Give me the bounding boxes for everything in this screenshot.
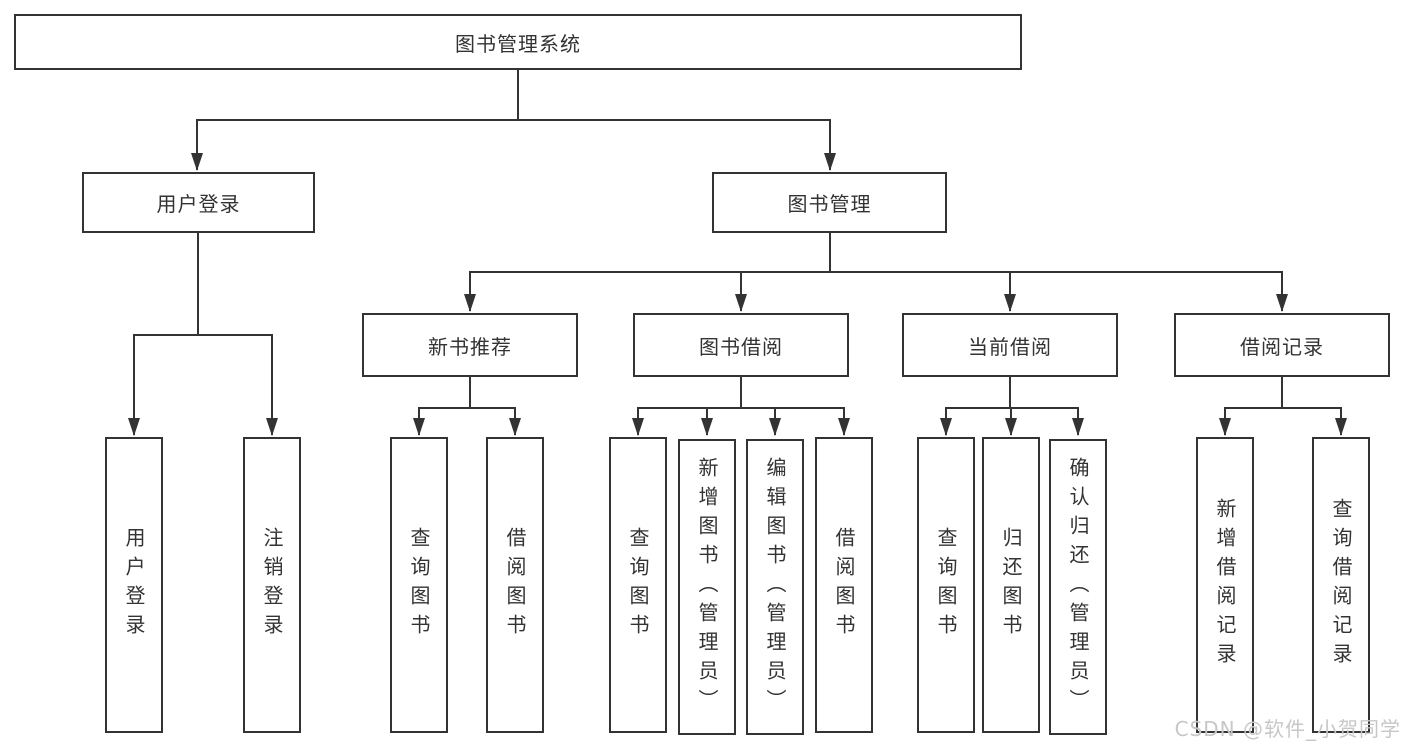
leaf-edit-books-admin: 编辑图书（管理员） bbox=[746, 439, 804, 735]
leaf-user-login: 用户登录 bbox=[105, 437, 163, 733]
leaf-borrow-books: 借阅图书 bbox=[486, 437, 544, 733]
leaf-label: 查询图书 bbox=[934, 527, 958, 643]
connector-book-borrow-to-leaves bbox=[632, 377, 850, 436]
leaf-label: 注销登录 bbox=[260, 527, 284, 643]
leaf-label: 编辑图书（管理员） bbox=[763, 456, 787, 718]
leaf-return-books: 归还图书 bbox=[982, 437, 1040, 733]
leaf-query-books: 查询图书 bbox=[390, 437, 448, 733]
connector-root-to-level2 bbox=[191, 70, 836, 171]
connector-user-login-to-leaves bbox=[128, 233, 278, 436]
leaf-label: 查询图书 bbox=[407, 527, 431, 643]
leaf-query-books: 查询图书 bbox=[609, 437, 667, 733]
connector-book-management-to-level3 bbox=[464, 233, 1288, 312]
node-label: 新书推荐 bbox=[428, 334, 512, 359]
leaf-add-books-admin: 新增图书（管理员） bbox=[678, 439, 736, 735]
leaf-query-borrow-record: 查询借阅记录 bbox=[1312, 437, 1370, 733]
node-borrow-records: 借阅记录 bbox=[1174, 313, 1390, 377]
leaf-query-books: 查询图书 bbox=[917, 437, 975, 733]
connector-borrow-records-to-leaves bbox=[1219, 377, 1347, 436]
leaf-label: 查询借阅记录 bbox=[1329, 498, 1353, 672]
leaf-label: 新增图书（管理员） bbox=[695, 456, 719, 718]
leaf-borrow-books: 借阅图书 bbox=[815, 437, 873, 733]
leaf-label: 确认归还（管理员） bbox=[1066, 456, 1090, 718]
leaf-label: 查询图书 bbox=[626, 527, 650, 643]
leaf-confirm-return-admin: 确认归还（管理员） bbox=[1049, 439, 1107, 735]
node-label: 当前借阅 bbox=[968, 334, 1052, 359]
node-label: 用户登录 bbox=[156, 192, 241, 216]
connector-new-book-to-leaves bbox=[413, 377, 521, 436]
csdn-watermark: CSDN @软件_小贺同学 bbox=[1174, 717, 1401, 741]
leaf-label: 归还图书 bbox=[999, 527, 1023, 643]
leaf-add-borrow-record: 新增借阅记录 bbox=[1196, 437, 1254, 733]
node-book-management: 图书管理 bbox=[712, 172, 947, 233]
node-label: 图书管理系统 bbox=[455, 31, 581, 56]
node-current-borrow: 当前借阅 bbox=[902, 313, 1118, 377]
leaf-logout: 注销登录 bbox=[243, 437, 301, 733]
node-user-login: 用户登录 bbox=[82, 172, 315, 233]
leaf-label: 借阅图书 bbox=[832, 527, 856, 643]
node-library-management-system: 图书管理系统 bbox=[14, 14, 1022, 70]
node-label: 图书管理 bbox=[787, 192, 872, 216]
node-label: 借阅记录 bbox=[1240, 334, 1324, 359]
node-book-borrow: 图书借阅 bbox=[633, 313, 849, 377]
node-new-book-recommend: 新书推荐 bbox=[362, 313, 578, 377]
leaf-label: 新增借阅记录 bbox=[1213, 498, 1237, 672]
node-label: 图书借阅 bbox=[699, 334, 783, 359]
connector-current-borrow-to-leaves bbox=[940, 377, 1084, 436]
leaf-label: 用户登录 bbox=[122, 527, 146, 643]
leaf-label: 借阅图书 bbox=[503, 527, 527, 643]
